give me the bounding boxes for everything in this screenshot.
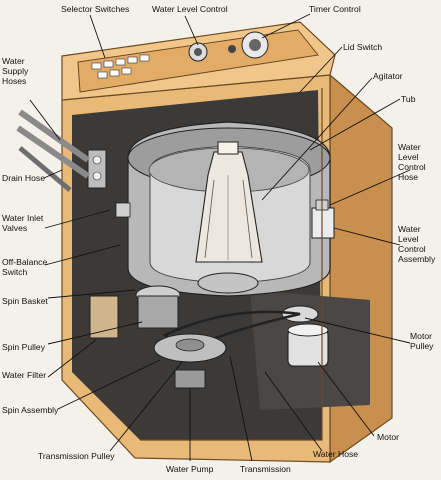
label-off-balance-switch: Off-Balance Switch xyxy=(2,257,48,277)
label-water-level-control-assembly: Water Level Control Assembly xyxy=(398,224,436,264)
label-water-supply-hoses: Water Supply Hoses xyxy=(2,56,29,86)
supply-hoses-graphic xyxy=(16,109,90,192)
label-water-filter: Water Filter xyxy=(2,370,47,380)
label-water-hose: Water Hose xyxy=(313,449,359,459)
label-timer-control: Timer Control xyxy=(309,4,361,14)
label-transmission-pulley: Transmission Pulley xyxy=(38,451,115,461)
label-water-level-control-hose: Water Level Control Hose xyxy=(398,142,426,182)
label-motor-pulley: Motor Pulley xyxy=(410,331,434,351)
label-water-level-control: Water Level Control xyxy=(152,4,228,14)
cabinet-cut-edge xyxy=(140,88,323,441)
label-motor: Motor xyxy=(377,432,399,442)
label-transmission: Transmission xyxy=(240,464,291,474)
label-tub: Tub xyxy=(401,94,416,104)
label-selector-switches: Selector Switches xyxy=(61,4,130,14)
label-agitator: Agitator xyxy=(373,71,403,81)
timer-knob-graphic xyxy=(228,31,269,59)
label-spin-assembly: Spin Assembly xyxy=(2,405,59,415)
inlet-valves-graphic xyxy=(87,149,131,218)
label-drain-hose: Drain Hose xyxy=(2,173,45,183)
label-spin-basket: Spin Basket xyxy=(2,296,48,306)
leader-lines xyxy=(29,13,411,462)
label-spin-pulley: Spin Pulley xyxy=(2,342,45,352)
transmission-pulley-graphic xyxy=(153,333,227,363)
label-water-pump: Water Pump xyxy=(166,464,214,474)
label-lid-switch: Lid Switch xyxy=(343,42,383,52)
water-level-knob-graphic xyxy=(188,42,208,62)
motor-graphic xyxy=(287,323,329,367)
water-filter-graphic xyxy=(89,295,119,339)
water-pump-graphic xyxy=(174,369,206,389)
agitator-graphic xyxy=(195,141,263,263)
label-water-inlet-valves: Water Inlet Valves xyxy=(2,213,44,233)
selector-switches-graphic xyxy=(91,54,150,79)
